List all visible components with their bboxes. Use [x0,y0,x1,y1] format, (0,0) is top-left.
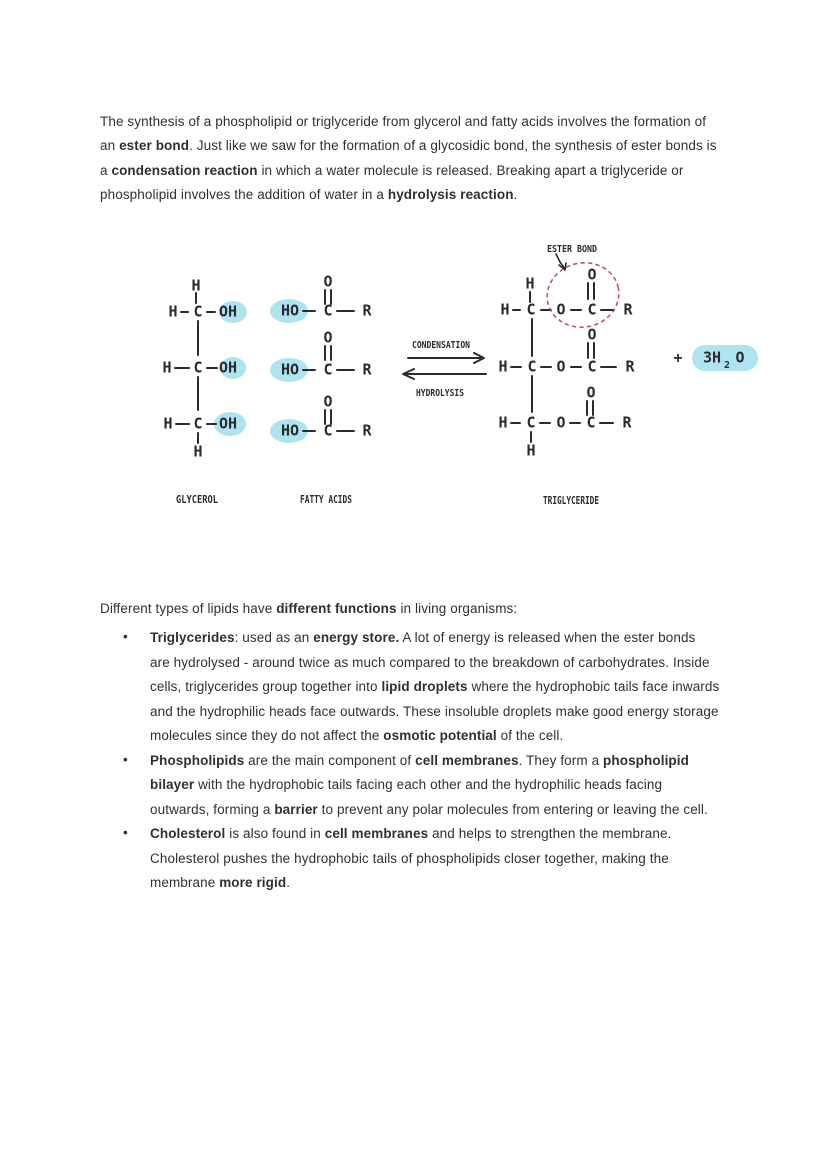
diagram-label: HYDROLYSIS [416,388,464,399]
atom-h: H [525,275,534,293]
list-item-phospholipids: • Phospholipids are the main component o… [100,749,772,823]
atom-r: R [622,414,632,432]
atom-h: H [498,358,507,376]
atom-o: O [586,384,595,402]
lipid-functions-list: • Triglycerides: used as an energy store… [100,626,772,896]
diagram-label: TRIGLYCERIDE [543,494,599,507]
atom-c: C [193,415,202,433]
atom-r: R [625,358,635,376]
diagram-label: GLYCEROL [176,493,218,506]
atom-o: O [556,358,565,376]
list-item-triglycerides: • Triglycerides: used as an energy store… [100,626,772,749]
atom-c: C [526,414,535,432]
ester-bond-circle [546,262,620,328]
atom-h: H [193,443,202,461]
atom-h: H [526,442,535,460]
atom-o: O [587,326,596,344]
atom-+: + [673,349,682,367]
atom-h: H [168,303,177,321]
atom-o: O [323,393,332,411]
ester-pointer-arrowhead [558,262,567,271]
atom-h: H [500,301,509,319]
highlighter-mark [214,412,246,436]
highlighter-mark [219,301,247,323]
atom-c: C [323,361,332,379]
highlighter-mark [270,299,308,323]
atom-c: C [587,358,596,376]
atom-h: H [162,359,171,377]
list-item-text: Triglycerides: used as an energy store. … [150,630,720,743]
atom-h: H [163,415,172,433]
atom-c: C [323,302,332,320]
atom-o: O [323,273,332,291]
condensation-arrowhead [473,352,485,364]
atom-c: C [527,358,536,376]
list-item-text: Phospholipids are the main component of … [150,752,708,817]
hydrolysis-arrowhead [402,368,415,380]
atom-oh: OH [219,415,237,433]
highlighter-mark [270,358,308,382]
intro-paragraph: The synthesis of a phospholipid or trigl… [100,113,717,203]
atom-c: C [193,359,202,377]
atom-ho: HO [281,302,299,320]
water-highlighter-mark [692,345,758,371]
atom-oh: OH [219,359,237,377]
atom-c: C [586,414,595,432]
atom-c: C [323,422,332,440]
atom-oh: OH [219,303,237,321]
bullet-marker: • [123,825,128,840]
bullet-marker: • [123,629,128,644]
atom-c: C [193,303,202,321]
atom-r: R [362,422,372,440]
atom-o: O [323,329,332,347]
bullet-marker: • [123,751,128,767]
atom-o: O [556,301,565,319]
list-item-cholesterol: • Cholesterol is also found in cell memb… [100,822,772,896]
atom-r: R [362,361,372,379]
diagram-label: CONDENSATION [412,340,470,351]
atom-c: C [526,301,535,319]
atom-r: R [623,301,633,319]
atom-ho: HO [281,422,299,440]
atom-r: R [362,302,372,320]
highlighter-mark [270,419,308,443]
diagram-label: ESTER BOND [547,244,597,255]
list-item-text: Cholesterol is also found in cell membra… [150,826,672,890]
atom-o: O [556,414,565,432]
diagram-label: FATTY ACIDS [300,493,352,506]
atom-ho: HO [281,361,299,379]
ester-pointer-arrow [555,253,566,270]
atom-o: O [587,266,596,284]
atom-2: 2 [724,360,730,371]
atom-c: C [587,301,596,319]
functions-paragraph: Different types of lipids have different… [100,600,518,616]
atom-o: O [735,349,744,367]
atom-3h: 3H [703,349,721,367]
highlighter-mark [220,357,246,379]
atom-h: H [498,414,507,432]
atom-h: H [191,277,200,295]
